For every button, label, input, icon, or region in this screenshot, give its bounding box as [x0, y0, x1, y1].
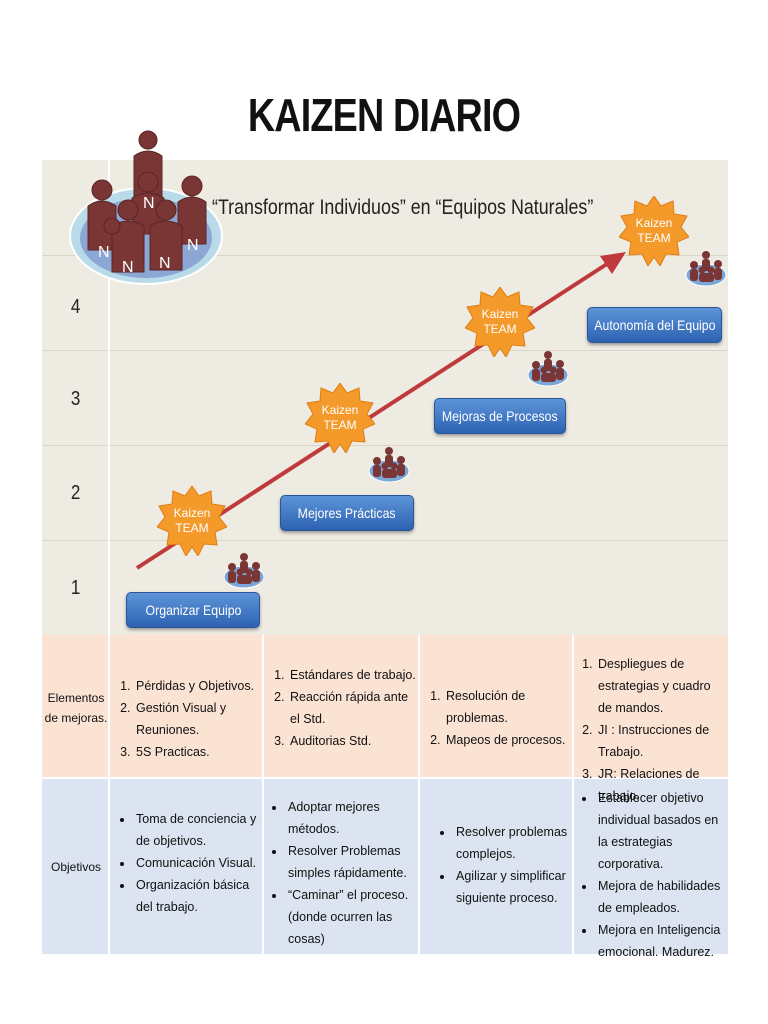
- objetivos-col3: Resolver problemas complejos.Agilizar y …: [436, 821, 568, 909]
- elementos-col2: Estándares de trabajo.Reacción rápida an…: [270, 664, 416, 752]
- elementos-col1: Pérdidas y Objetivos.Gestión Visual y Re…: [116, 675, 264, 763]
- badge-line2: TEAM: [637, 231, 671, 245]
- objetivos-band: [42, 778, 728, 954]
- objetivos-col1: Toma de conciencia y de objetivos.Comuni…: [116, 808, 262, 918]
- person-letter: N: [143, 195, 155, 212]
- page-title: KAIZEN DIARIO: [247, 89, 521, 141]
- elementos-col3: Resolución de problemas.Mapeos de proces…: [426, 685, 572, 751]
- band-divider: [42, 777, 728, 779]
- objetivos-label: Objetivos: [50, 860, 102, 874]
- step-mejores-practicas: Mejores Prácticas: [280, 495, 414, 531]
- subtitle: “Transformar Individuos” en “Equipos Nat…: [212, 196, 594, 219]
- badge-line1: Kaizen: [321, 403, 359, 417]
- step-mejoras-procesos: Mejoras de Procesos: [434, 398, 566, 434]
- mini-team-icon: [527, 351, 569, 387]
- mini-team-icon: [685, 251, 727, 287]
- person-letter: N: [159, 255, 171, 272]
- level-label: 3: [70, 388, 81, 410]
- elementos-band: [42, 635, 728, 778]
- person-letter: N: [122, 259, 134, 276]
- grid-line: [42, 350, 728, 351]
- elementos-label: Elementos de mejoras.: [44, 691, 108, 725]
- step-organizar-equipo: Organizar Equipo: [126, 592, 260, 628]
- grid-line: [42, 540, 728, 541]
- level-label: 2: [70, 482, 81, 504]
- column-divider: [262, 635, 264, 954]
- elementos-col4: Despliegues de estrategias y cuadro de m…: [578, 653, 726, 807]
- person-letter: N: [187, 237, 199, 254]
- column-divider: [108, 160, 110, 954]
- badge-line1: Kaizen: [173, 506, 211, 520]
- level-label: 1: [70, 577, 81, 599]
- badge-line1: Kaizen: [635, 216, 673, 230]
- level-label: 4: [70, 296, 81, 318]
- column-divider: [572, 635, 574, 954]
- mini-team-icon: [368, 447, 410, 483]
- grid-line: [42, 445, 728, 446]
- objetivos-col4: Establecer objetivo individual basados e…: [578, 787, 726, 963]
- person-letter: N: [98, 244, 110, 261]
- step-autonomia-equipo: Autonomía del Equipo: [587, 307, 722, 343]
- team-logo-icon: N N N N N: [69, 130, 223, 285]
- badge-line1: Kaizen: [481, 307, 519, 321]
- badge-line2: TEAM: [323, 418, 357, 432]
- grid-line: [42, 255, 728, 256]
- badge-line2: TEAM: [175, 521, 209, 535]
- mini-team-icon: [223, 553, 265, 589]
- badge-line2: TEAM: [483, 322, 517, 336]
- column-divider: [418, 635, 420, 954]
- objetivos-col2: Adoptar mejores métodos.Resolver Problem…: [268, 796, 416, 950]
